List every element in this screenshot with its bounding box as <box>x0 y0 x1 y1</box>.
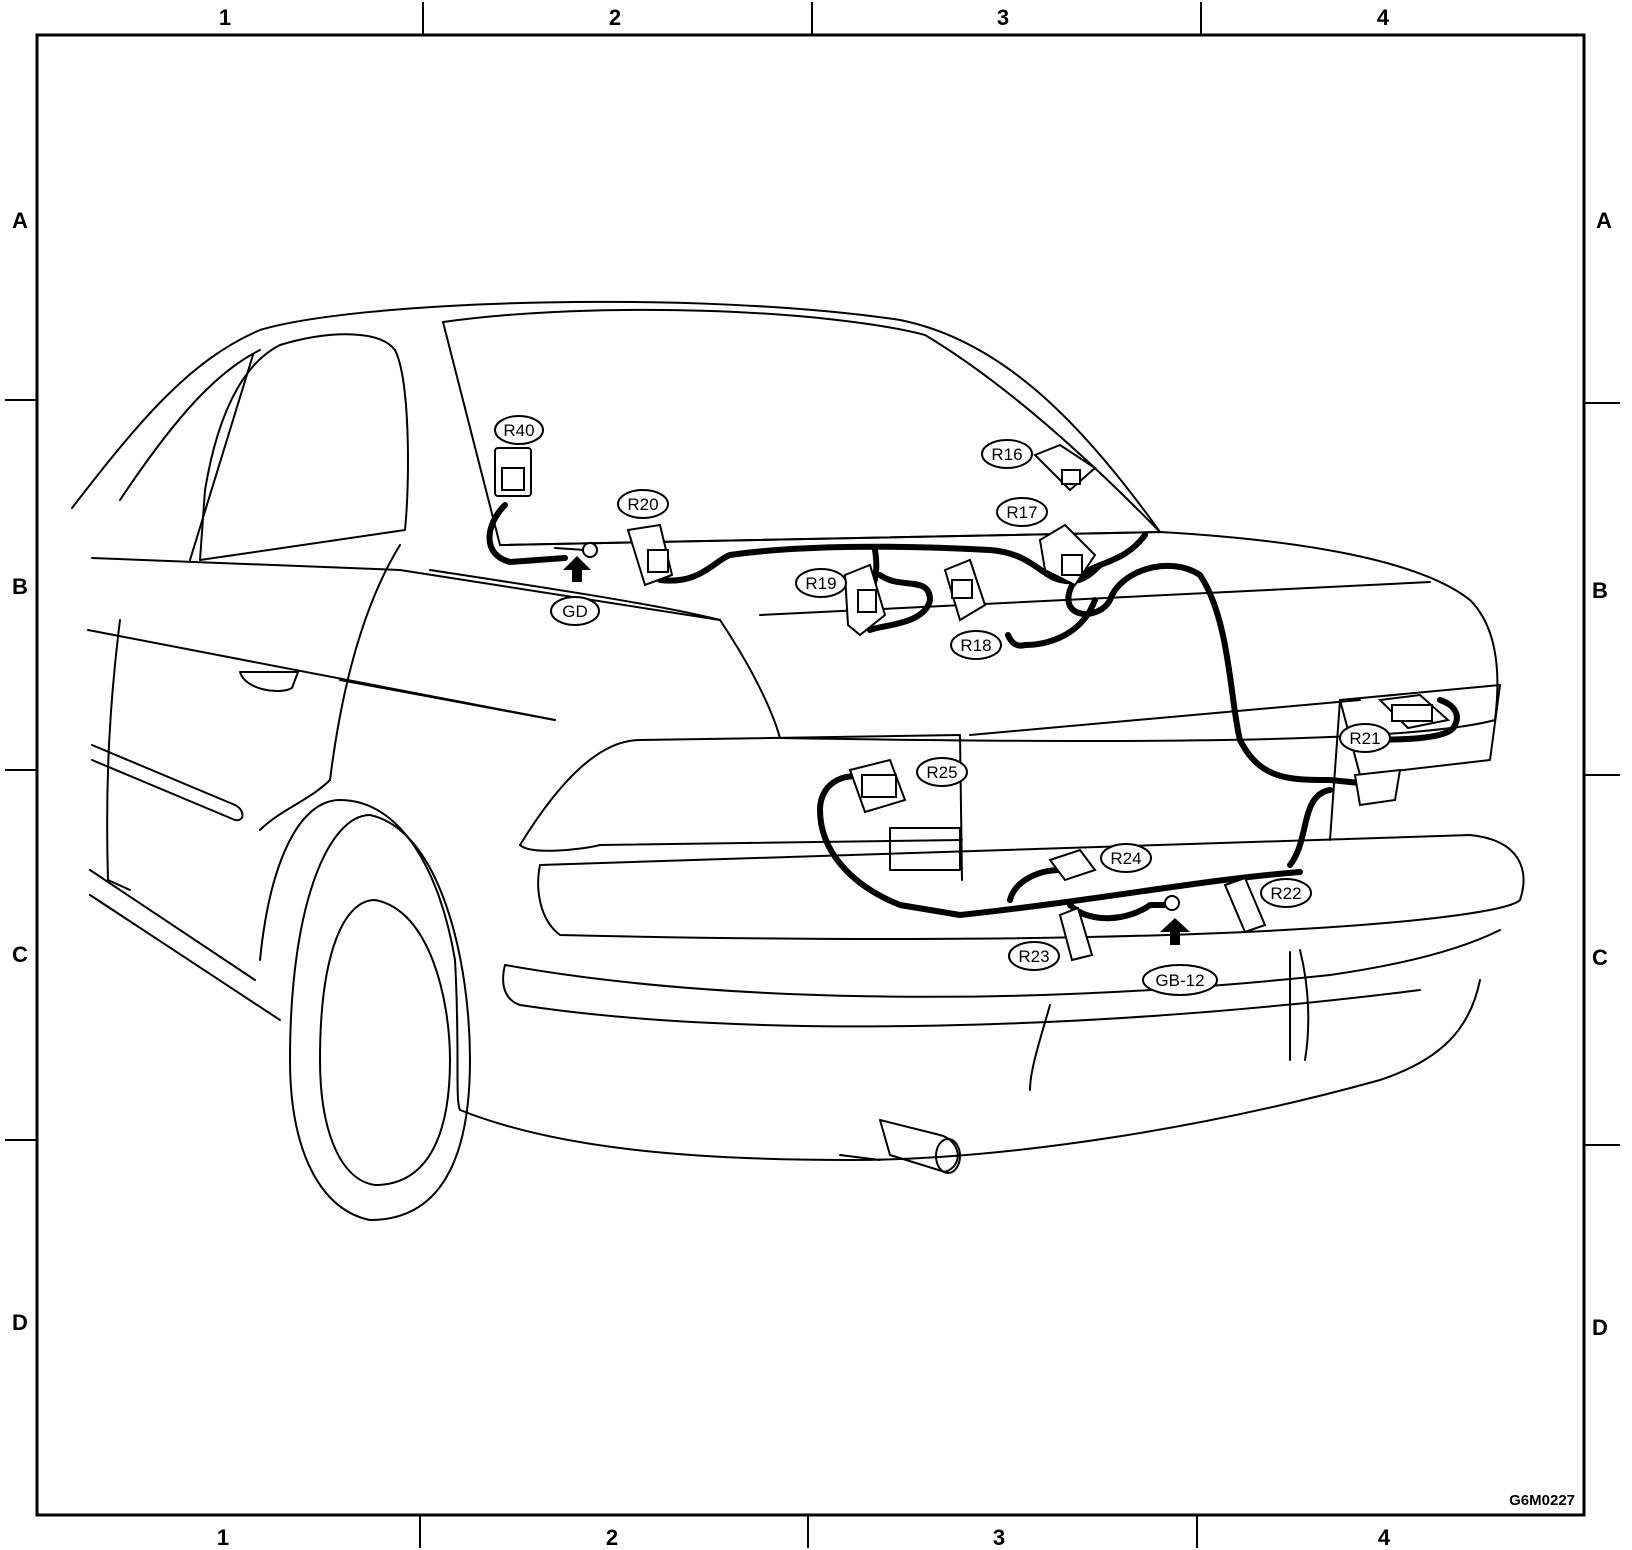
grid-row-right-a: A <box>1596 208 1612 233</box>
connector-r16 <box>1033 443 1097 492</box>
connector-r23 <box>1058 906 1094 962</box>
grid-col-bottom-1: 1 <box>217 1525 229 1550</box>
callout-r17-bubble <box>996 497 1048 527</box>
grid-col-bottom-3: 3 <box>993 1525 1005 1550</box>
connector-r20 <box>626 523 674 587</box>
callout-gd-bubble <box>550 596 600 626</box>
grid-row-left-b: B <box>12 574 28 599</box>
connector-r25 <box>848 758 907 814</box>
left-row-dividers <box>5 399 37 1141</box>
connector-r40 <box>494 447 532 497</box>
callout-r24: R24 <box>1110 849 1141 868</box>
callout-gb12: GB-12 <box>1155 971 1204 990</box>
grid-row-left-d: D <box>12 1310 28 1335</box>
top-column-dividers <box>422 2 1202 35</box>
callout-r23: R23 <box>1018 947 1049 966</box>
grid-col-top-2: 2 <box>609 5 621 30</box>
grid-col-top-3: 3 <box>997 5 1009 30</box>
callout-r18: R18 <box>960 636 991 655</box>
bottom-column-dividers <box>419 1515 1198 1548</box>
connector-r18 <box>943 558 987 622</box>
callout-r20-bubble <box>617 489 669 519</box>
wiring-harness <box>486 502 1460 922</box>
connector-r21 <box>1377 693 1451 730</box>
grid-col-bottom-2: 2 <box>606 1525 618 1550</box>
grid-row-left-c: C <box>12 942 28 967</box>
callout-r40-bubble <box>494 415 544 445</box>
connector-r22 <box>1223 876 1267 934</box>
connector-r24 <box>1048 848 1097 882</box>
callout-r21-bubble <box>1339 723 1391 753</box>
connector-r21-lamp <box>1353 768 1402 807</box>
callout-gd: GD <box>562 602 588 621</box>
callout-r22: R22 <box>1270 884 1301 903</box>
grid-row-right-d: D <box>1592 1315 1608 1340</box>
callout-r25: R25 <box>926 763 957 782</box>
diagram-frame <box>35 33 1586 1517</box>
ground-gb12-terminal <box>1160 895 1190 945</box>
grid-col-top-4: 4 <box>1377 5 1390 30</box>
connector-r19 <box>843 563 887 637</box>
callout-r20: R20 <box>627 495 658 514</box>
right-row-dividers <box>1584 402 1620 1146</box>
callout-r17: R17 <box>1006 503 1037 522</box>
grid-row-right-b: B <box>1592 578 1608 603</box>
ground-gd-terminal <box>554 542 598 582</box>
grid-row-right-c: C <box>1592 945 1608 970</box>
callout-gb12-bubble <box>1142 964 1218 996</box>
callout-r25-bubble <box>916 757 968 787</box>
grid-col-bottom-4: 4 <box>1378 1525 1391 1550</box>
callout-r23-bubble <box>1008 941 1060 971</box>
connector-r17 <box>1038 523 1097 587</box>
callout-r21: R21 <box>1349 729 1380 748</box>
callout-r22-bubble <box>1260 878 1312 908</box>
callout-r19-bubble <box>795 568 847 598</box>
car-outline <box>71 300 1525 1221</box>
callout-r16: R16 <box>991 445 1022 464</box>
callout-r24-bubble <box>1100 843 1152 873</box>
callout-r40: R40 <box>503 421 534 440</box>
callout-r16-bubble <box>981 439 1033 469</box>
grid-row-left-a: A <box>12 208 28 233</box>
figure-code: G6M0227 <box>1509 1492 1575 1509</box>
callout-r19: R19 <box>805 574 836 593</box>
grid-col-top-1: 1 <box>219 5 231 30</box>
callout-r18-bubble <box>950 630 1002 660</box>
